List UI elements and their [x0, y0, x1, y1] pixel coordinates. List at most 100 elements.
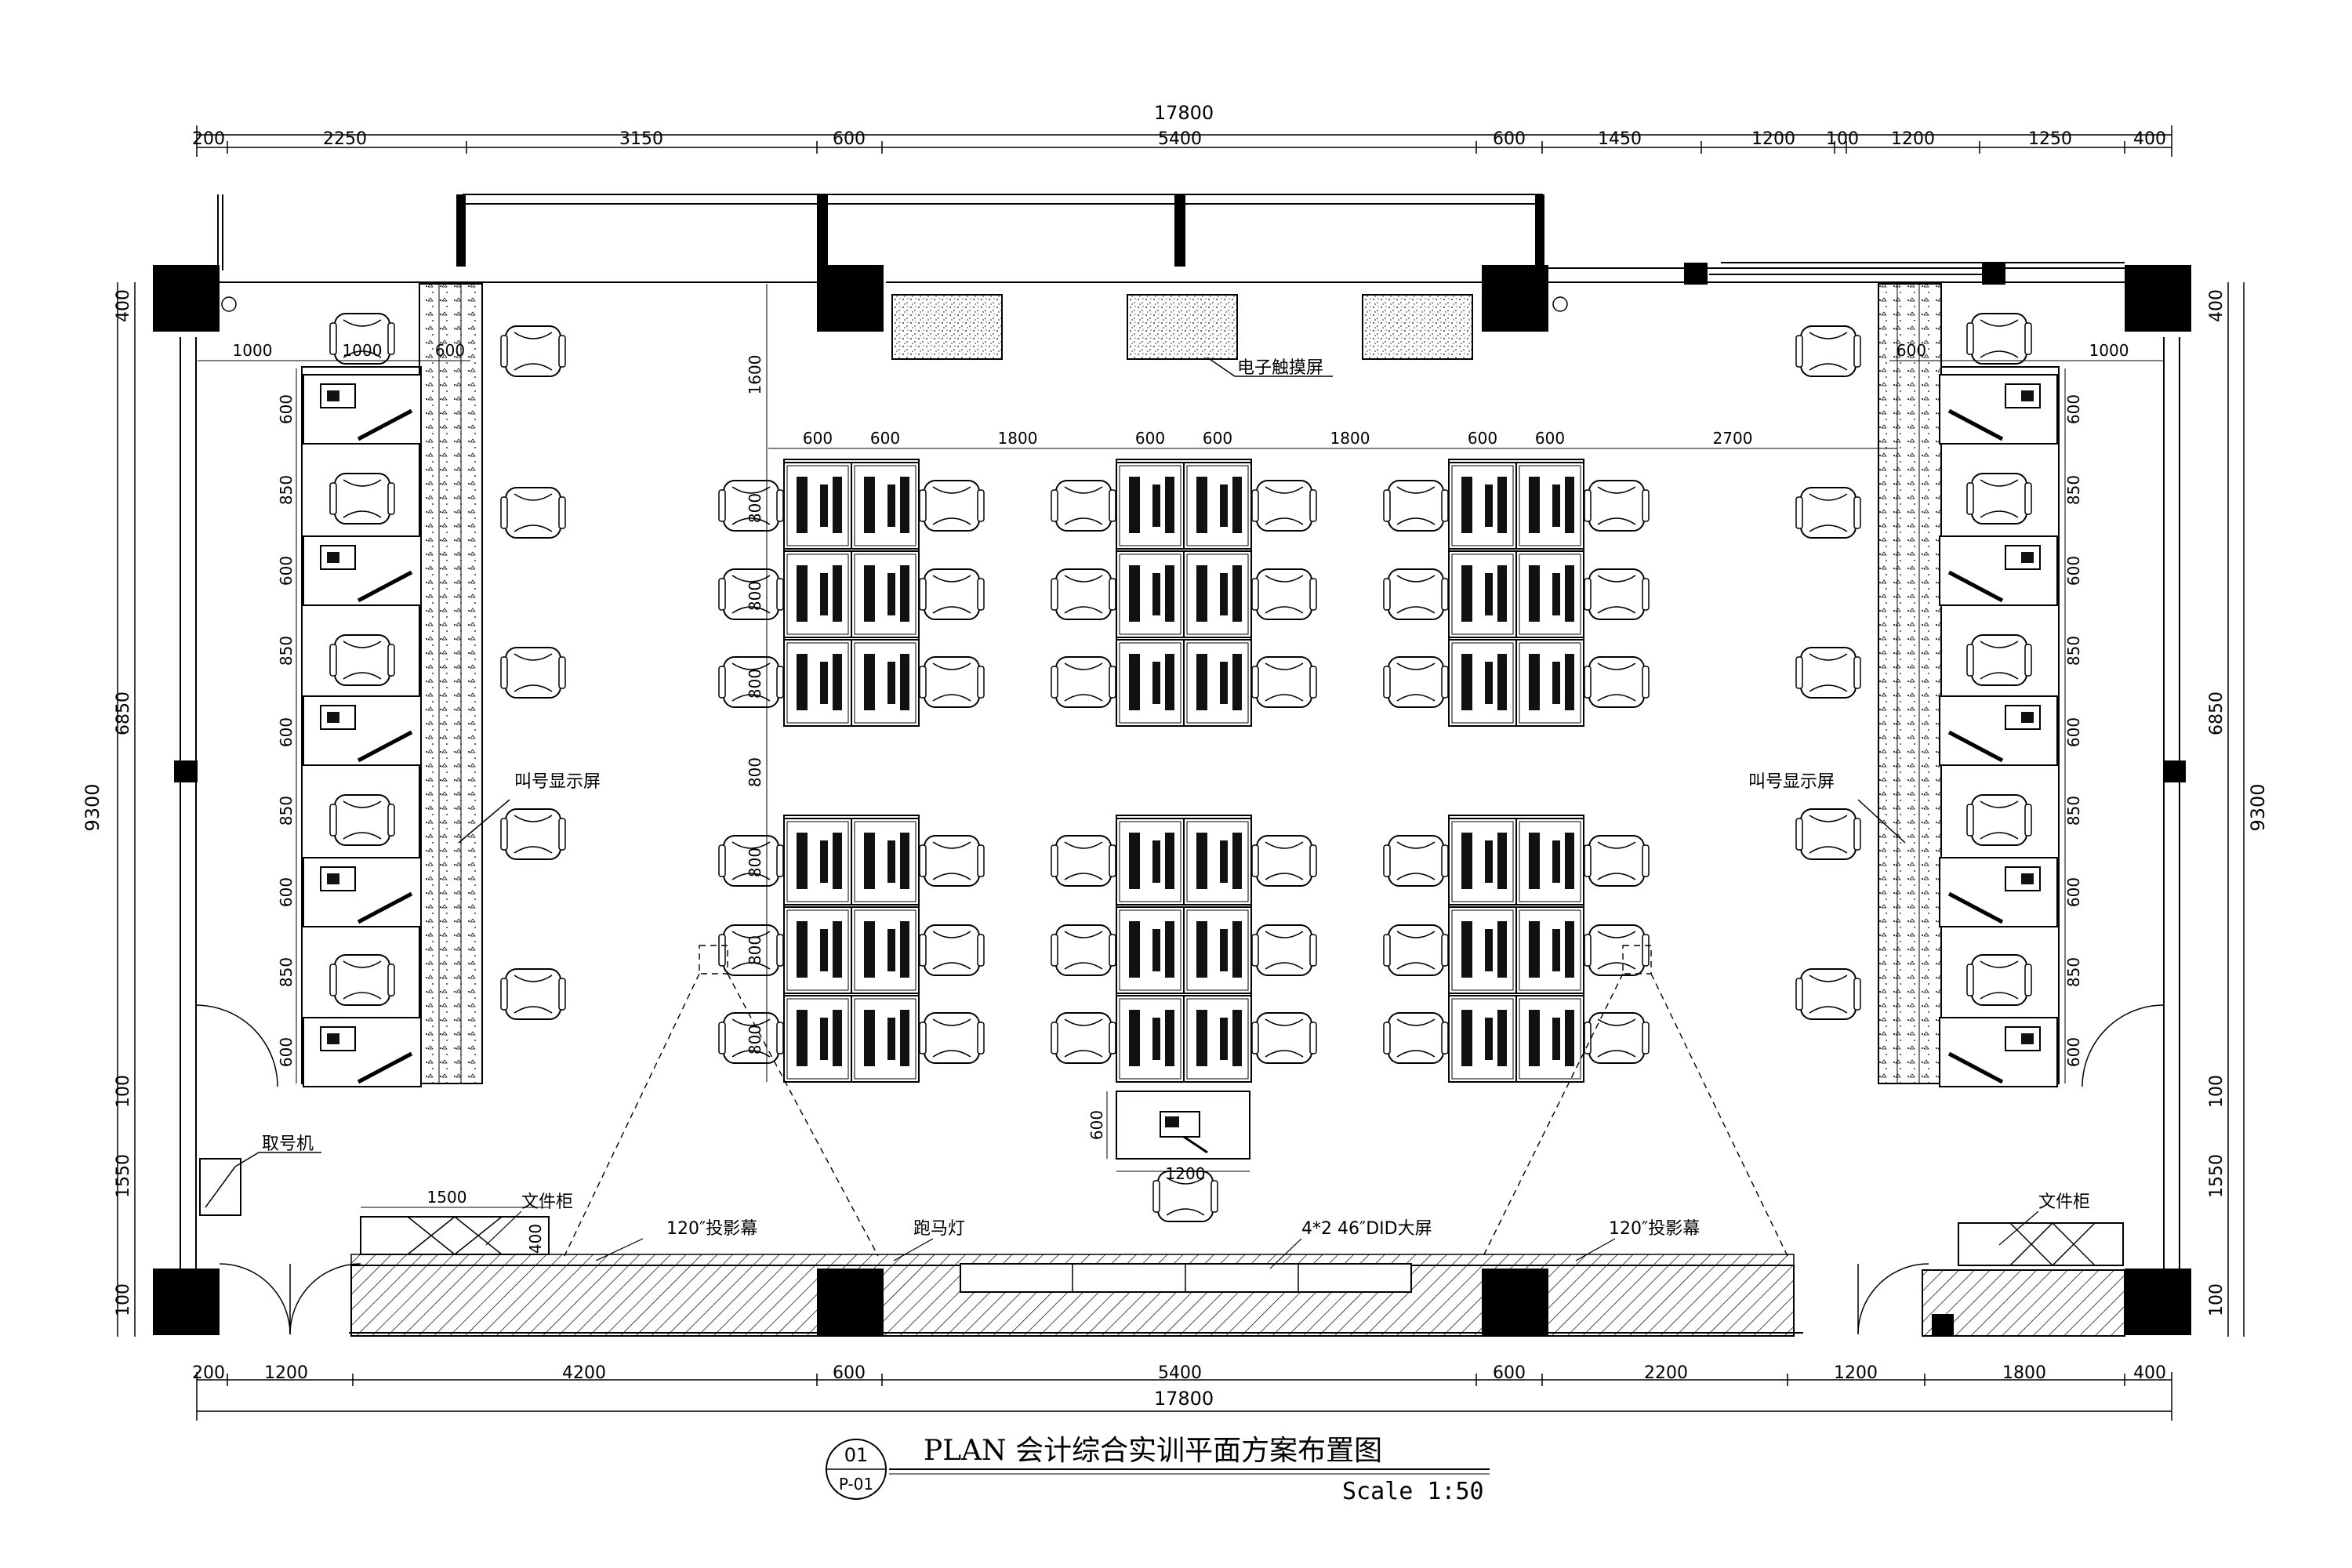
top-dim-7: 1200 [1751, 129, 1795, 149]
sheet-number: P-01 [839, 1475, 873, 1494]
cabinet-height-dim: 400 [526, 1224, 545, 1254]
left-dimension-chain: 9300 400 6850 100 1550 100 [82, 282, 136, 1337]
file-cabinet-left-label: 文件柜 [521, 1192, 573, 1212]
top-dim-5: 600 [1493, 129, 1526, 149]
drawing-scale: Scale 1:50 [1342, 1478, 1484, 1505]
left-dim-1: 6850 [114, 691, 133, 735]
left-col-dim-5: 850 [277, 796, 296, 826]
top-dim-11: 400 [2133, 129, 2166, 149]
queue-display-right-label: 叫号显示屏 [1748, 772, 1835, 792]
right-col-dim-5: 850 [2064, 796, 2083, 826]
top-dimension-chain: 17800 200 2250 3150 600 5400 600 1450 12… [192, 102, 2172, 157]
top-dim-2: 3150 [619, 129, 663, 149]
left-col-dim-6: 600 [277, 877, 296, 907]
teacher-podium: 600 1200 [1087, 1091, 1250, 1222]
left-col-dim-2: 600 [277, 556, 296, 586]
inner-dimensions: 600 600 1800 600 600 1800 600 600 2700 1… [746, 284, 1897, 1082]
right-dim-0: 400 [2207, 289, 2227, 322]
right-col-dim-3: 850 [2064, 636, 2083, 666]
title-block: 01 P-01 PLAN 会计综合实训平面方案布置图 Scale 1:50 [826, 1435, 1490, 1505]
left-dim-3: 1550 [114, 1154, 133, 1198]
ticket-machine-label: 取号机 [262, 1134, 314, 1154]
left-col-dim-0: 600 [277, 394, 296, 424]
bottom-dim-8: 1800 [2002, 1363, 2046, 1383]
left-col-dim-7: 850 [277, 957, 296, 987]
podium-dim: 600 [1087, 1110, 1106, 1140]
bottom-dim-3: 600 [833, 1363, 866, 1383]
projection-right-label: 120″投影幕 [1609, 1219, 1700, 1239]
left-col-dim-1: 850 [277, 475, 296, 505]
top-dim-0: 200 [192, 129, 225, 149]
big-screen-label: 4*2 46″DID大屏 [1301, 1219, 1432, 1239]
inner-dim-0: 600 [803, 429, 833, 448]
cell-dim-1: 800 [746, 493, 764, 523]
right-counter-zone: 600 1000 600 850 600 850 600 850 600 850… [1748, 283, 2165, 1335]
left-desk-dim-2: 600 [435, 341, 465, 360]
bottom-dim-2: 4200 [562, 1363, 606, 1383]
gap-mid-dim: 800 [746, 757, 764, 787]
right-col-dim-8: 600 [2064, 1037, 2083, 1067]
right-col-dim-1: 850 [2064, 475, 2083, 505]
inner-dim-3: 600 [1135, 429, 1165, 448]
drawing-title: PLAN 会计综合实训平面方案布置图 [924, 1435, 1382, 1467]
right-total-dim: 9300 [2247, 783, 2269, 831]
wall-small-details [221, 296, 1568, 312]
cell-dim-2: 800 [746, 581, 764, 611]
top-dim-6: 1450 [1598, 129, 1642, 149]
queue-display-left-label: 叫号显示屏 [514, 772, 601, 792]
cell-dim-4: 800 [746, 848, 764, 877]
gap-top-dim: 1600 [746, 355, 764, 395]
right-col-dim-7: 850 [2064, 957, 2083, 987]
left-counter-zone: 1000 1000 600 600 850 600 850 600 850 60… [195, 283, 601, 1335]
bottom-total-dim: 17800 [1154, 1388, 1214, 1410]
top-dim-1: 2250 [323, 129, 367, 149]
bottom-dim-5: 600 [1493, 1363, 1526, 1383]
cabinet-width-dim: 1500 [427, 1188, 467, 1207]
bottom-dim-9: 400 [2133, 1363, 2166, 1383]
right-desk-dim-1: 1000 [2089, 341, 2129, 360]
bottom-dim-6: 2200 [1644, 1363, 1688, 1383]
led-ticker-label: 跑马灯 [913, 1219, 965, 1239]
inner-dim-7: 600 [1535, 429, 1565, 448]
right-desk-dim-0: 600 [1896, 341, 1926, 360]
media-wall: 1500 400 [350, 1188, 2125, 1337]
inner-dim-1: 600 [870, 429, 900, 448]
inner-dim-2: 1800 [998, 429, 1038, 448]
inner-dim-4: 600 [1203, 429, 1232, 448]
left-col-dim-4: 600 [277, 717, 296, 747]
left-desk-dim-1: 1000 [343, 341, 383, 360]
right-dim-4: 100 [2207, 1283, 2227, 1316]
left-total-dim: 9300 [82, 783, 103, 831]
top-dim-8: 100 [1826, 129, 1859, 149]
cell-dim-6: 800 [746, 1025, 764, 1054]
touch-screen-label: 电子触摸屏 [1237, 358, 1323, 378]
inner-dim-5: 1800 [1330, 429, 1370, 448]
left-dim-0: 400 [114, 289, 133, 322]
top-total-dim: 17800 [1154, 102, 1214, 124]
cell-dim-3: 800 [746, 669, 764, 699]
media-wall-labels: 文件柜 120″投影幕 跑马灯 4*2 46″DID大屏 120″投影幕 文件柜 [485, 1192, 2090, 1269]
bottom-dim-1: 1200 [264, 1363, 308, 1383]
drawing-number: 01 [844, 1444, 869, 1466]
right-col-dim-4: 600 [2064, 717, 2083, 747]
bottom-dim-4: 5400 [1158, 1363, 1202, 1383]
touch-screens: 电子触摸屏 [891, 294, 1473, 378]
right-dim-1: 6850 [2207, 691, 2227, 735]
top-dim-3: 600 [833, 129, 866, 149]
cell-dim-5: 800 [746, 935, 764, 965]
projection-left-label: 120″投影幕 [666, 1219, 757, 1239]
bottom-dimension-chain: 200 1200 4200 600 5400 600 2200 1200 180… [192, 1363, 2172, 1421]
podium-chair-dim: 1200 [1166, 1164, 1206, 1183]
left-dim-2: 100 [114, 1075, 133, 1108]
inner-dim-6: 600 [1468, 429, 1497, 448]
right-col-dim-2: 600 [2064, 556, 2083, 586]
right-dimension-chain: 9300 400 6850 100 1550 100 [2207, 282, 2269, 1337]
left-desk-dim-0: 1000 [233, 341, 273, 360]
projector-sight-lines [564, 945, 1788, 1257]
inner-dim-8: 2700 [1713, 429, 1753, 448]
top-dim-9: 1200 [1891, 129, 1935, 149]
left-col-dim-3: 850 [277, 636, 296, 666]
left-col-dim-8: 600 [277, 1037, 296, 1067]
right-dim-2: 100 [2207, 1075, 2227, 1108]
